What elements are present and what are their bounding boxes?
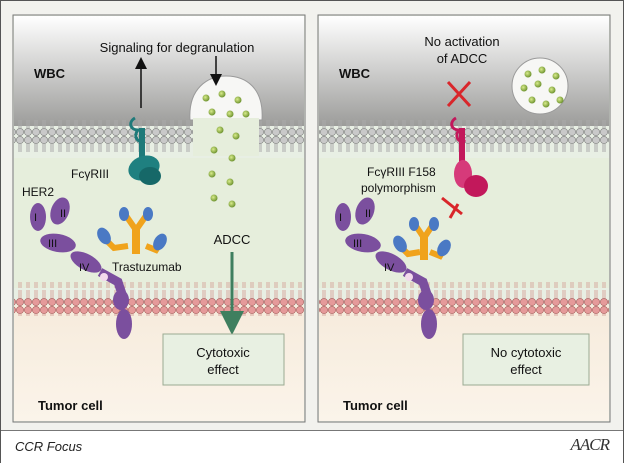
her2-label: HER2 bbox=[22, 185, 54, 199]
domain-iv-label: IV bbox=[79, 262, 90, 274]
tumor-membrane-right bbox=[319, 282, 609, 316]
no-effect-line1: No cytotoxic bbox=[491, 345, 562, 360]
trastuzumab-antibody bbox=[97, 207, 167, 254]
inhibition-icon bbox=[441, 196, 463, 219]
trastuzumab-antibody-right bbox=[393, 217, 451, 260]
her2-receptor bbox=[30, 197, 132, 339]
domain-i-label: I bbox=[34, 212, 37, 224]
vesicle bbox=[189, 75, 263, 121]
her2-receptor-right bbox=[335, 197, 437, 339]
fcgriii-f158-receptor bbox=[450, 116, 488, 197]
effect-line1: Cytotoxic bbox=[196, 345, 250, 360]
signal-label: Signaling for degranulation bbox=[100, 40, 255, 55]
trastuzumab-label: Trastuzumab bbox=[112, 260, 182, 274]
domain-iii-label: III bbox=[48, 238, 57, 250]
right-panel: No activation of ADCC FcγRIII F158 polym… bbox=[317, 14, 611, 423]
effect-line2: effect bbox=[207, 362, 239, 377]
figure-footer: CCR Focus AACR bbox=[1, 430, 623, 463]
domain-ii-label: II bbox=[60, 208, 66, 220]
granules bbox=[202, 90, 250, 208]
receptor-label: FcγRIII bbox=[71, 167, 109, 181]
adcc-label: ADCC bbox=[214, 232, 251, 247]
wbc-label: WBC bbox=[34, 66, 66, 81]
aacr-logo: AACR bbox=[570, 435, 610, 454]
no-activation-line1: No activation bbox=[424, 34, 499, 49]
no-activation-line2: of ADCC bbox=[437, 51, 488, 66]
tumor-membrane bbox=[14, 282, 304, 316]
f158-line1: FcγRIII F158 bbox=[367, 165, 436, 179]
no-effect-line2: effect bbox=[510, 362, 542, 377]
wbc-label-right: WBC bbox=[339, 66, 371, 81]
tumor-label-right: Tumor cell bbox=[343, 398, 408, 413]
cytotoxic-effect-box bbox=[162, 333, 285, 386]
journal-label: CCR Focus bbox=[15, 439, 83, 454]
fcgriii-receptor bbox=[128, 116, 161, 185]
domain-i-label-right: I bbox=[339, 212, 342, 224]
domain-iv-label-right: IV bbox=[384, 262, 395, 274]
f158-line2: polymorphism bbox=[361, 181, 436, 195]
no-activation-cross-icon bbox=[446, 80, 472, 108]
domain-iii-label-right: III bbox=[353, 238, 362, 250]
domain-ii-label-right: II bbox=[365, 208, 371, 220]
tumor-label: Tumor cell bbox=[38, 398, 103, 413]
closed-vesicle bbox=[511, 57, 569, 115]
wbc-membrane bbox=[14, 120, 304, 154]
left-panel: Signaling for degranulation FcγRIII bbox=[12, 14, 306, 423]
no-cytotoxic-effect-box bbox=[462, 333, 590, 386]
